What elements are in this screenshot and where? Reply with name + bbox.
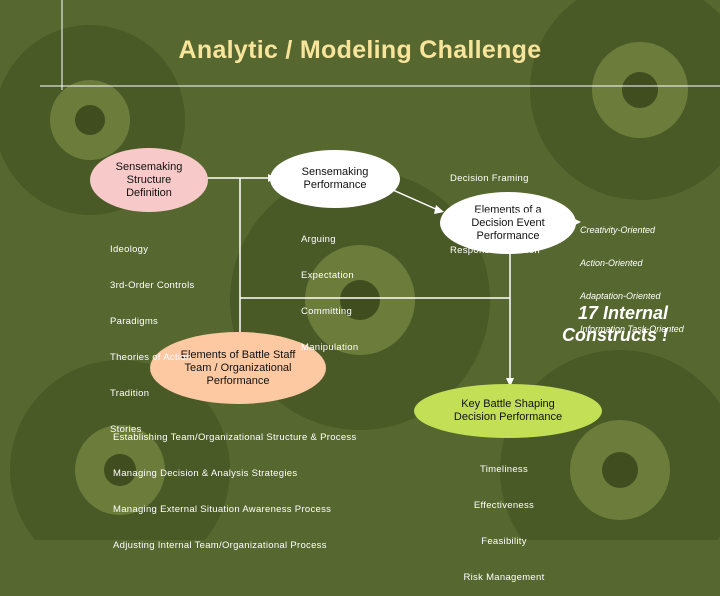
list-item: Effectiveness [473, 500, 535, 511]
performance-node: Sensemaking Performance [270, 150, 400, 208]
structure-items-list: Ideology 3rd-Order Controls Paradigms Th… [110, 220, 195, 448]
list-item: Committing [301, 306, 353, 317]
list-item: Tradition [110, 388, 150, 399]
list-item: Action-Oriented [580, 258, 643, 268]
list-item: Arguing [301, 234, 336, 245]
team-items-list: Establishing Team/Organizational Structu… [113, 408, 357, 564]
list-item: Response Selection [450, 245, 540, 256]
list-item: Adaptation-Oriented [580, 291, 661, 301]
constructs-callout: 17 Internal Constructs ! [561, 303, 668, 345]
battle-staff-node: Elements of Battle Staff Team / Organiza… [150, 332, 326, 404]
list-item: Feasibility [481, 536, 527, 547]
list-item: Risk Management [463, 572, 545, 583]
list-item: Establishing Team/Organizational Structu… [113, 432, 357, 443]
list-item: Stories [110, 424, 142, 435]
list-item: Response Development [450, 209, 558, 220]
list-item: Creativity-Oriented [580, 225, 656, 235]
list-item: 3rd-Order Controls [110, 280, 195, 291]
list-item: Ideology [110, 244, 149, 255]
list-item: Decision Framing [450, 173, 529, 184]
structure-label: Sensemaking Structure Definition [115, 160, 183, 199]
list-item: Manipulation [301, 342, 359, 353]
orientations-list: Creativity-Oriented Action-Oriented Adap… [580, 203, 684, 346]
list-item: Paradigms [110, 316, 159, 327]
battle-shaping-label: Key Battle Shaping Decision Performance [453, 398, 563, 423]
list-item: Managing Decision & Analysis Strategies [113, 468, 298, 479]
decision-framing-list: Decision Framing Response Development Re… [450, 149, 557, 269]
page-title: Analytic / Modeling Challenge [178, 36, 542, 64]
list-item: Timeliness [479, 464, 529, 475]
decision-event-node: Elements of a Decision Event Performance [440, 192, 576, 254]
performance-items-list: Arguing Expectation Committing Manipulat… [301, 210, 358, 366]
list-item: Adjusting Internal Team/Organizational P… [113, 540, 327, 551]
list-item: Expectation [301, 270, 354, 281]
performance-label: Sensemaking Performance [301, 166, 369, 191]
battle-shaping-node: Key Battle Shaping Decision Performance [414, 384, 602, 438]
battle-staff-label: Elements of Battle Staff Team / Organiza… [180, 348, 296, 387]
battle-items-list: Timeliness Effectiveness Feasibility Ris… [442, 440, 566, 596]
decision-event-label: Elements of a Decision Event Performance [471, 203, 545, 242]
list-item: Managing External Situation Awareness Pr… [113, 504, 332, 515]
structure-node: Sensemaking Structure Definition [90, 148, 208, 212]
list-item: Information Task-Oriented [580, 324, 684, 334]
list-item: Theories of Action [110, 352, 192, 363]
